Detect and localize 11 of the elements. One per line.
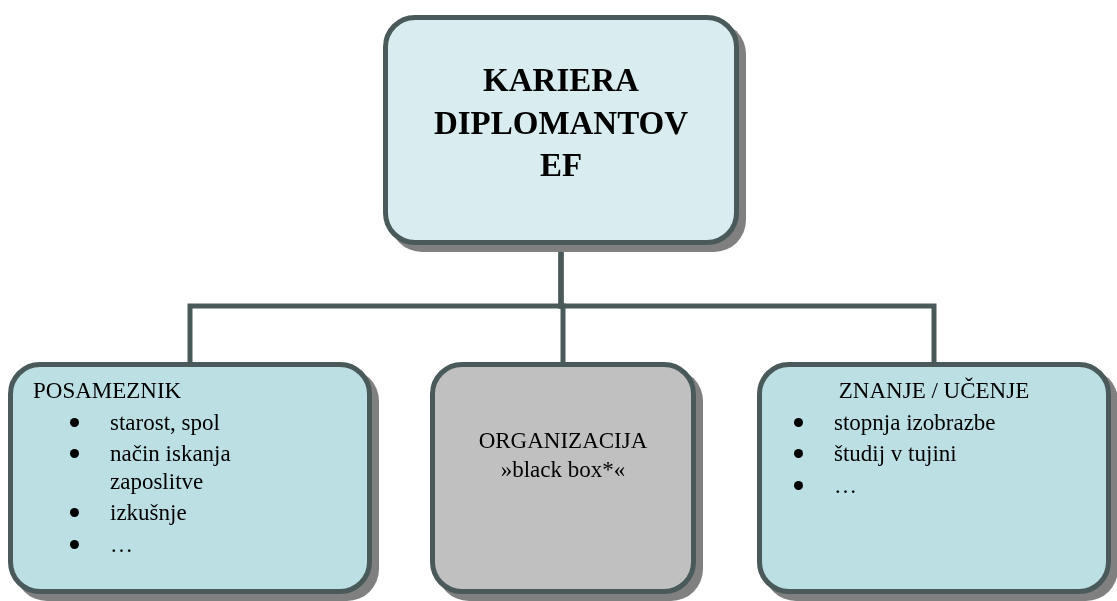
list-item-text: izkušnje bbox=[110, 500, 187, 526]
heading-text: POSAMEZNIK bbox=[32, 377, 183, 405]
title-text: KARIERA DIPLOMANTOV EF bbox=[432, 60, 690, 186]
list-item-text: stopnja izobrazbe bbox=[834, 409, 996, 435]
list-item-text: študij v tujini bbox=[834, 441, 957, 467]
list-item-text: … bbox=[834, 472, 857, 498]
list-item-text: starost, spol bbox=[110, 409, 220, 435]
node-text: ORGANIZACIJA bbox=[478, 427, 648, 455]
node-text: »black box*« bbox=[500, 455, 626, 484]
list-item-text: … bbox=[110, 531, 133, 557]
heading-text: ZNANJE / UČENJE bbox=[837, 376, 1031, 405]
